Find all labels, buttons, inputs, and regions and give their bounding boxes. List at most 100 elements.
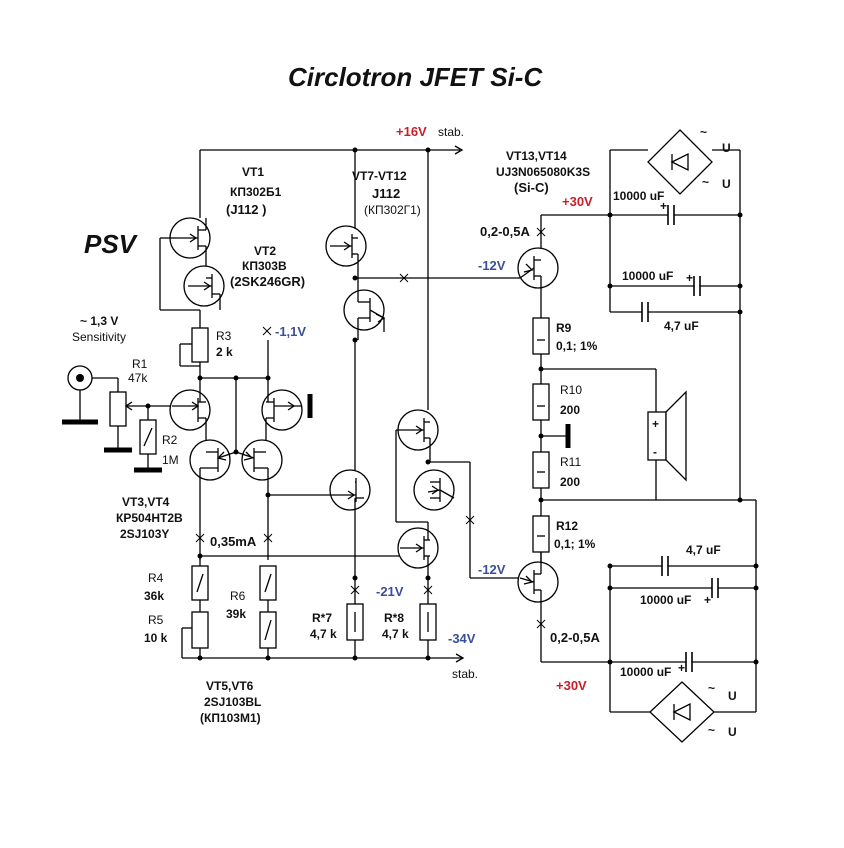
r10-value: 200 [560, 403, 580, 417]
r5-value: 10 k [144, 631, 168, 645]
bridge-bottom-u2: U [728, 725, 737, 739]
voltage-minus12-bottom: -12V [478, 562, 506, 577]
r2-value: 1M [162, 453, 179, 467]
transistor-vt7 [325, 150, 367, 278]
r11-value: 200 [560, 475, 580, 489]
bridge-top-tilde2: ~ [702, 175, 709, 189]
cap-c1: 10000 uF [613, 189, 664, 203]
vt56-name: VT5,VT6 [206, 679, 254, 693]
vt1-type: КП302Б1 [230, 185, 282, 199]
r3-name: R3 [216, 329, 232, 343]
vt712-type: J112 [372, 186, 400, 201]
transistor-vt8 [343, 278, 386, 340]
r7-value: 4,7 k [310, 627, 337, 641]
r4-value: 36k [144, 589, 164, 603]
cap-c6-plus: + [678, 661, 685, 675]
vt1314-alt: (Si-C) [514, 180, 549, 195]
r2-name: R2 [162, 433, 178, 447]
vt2-type: КП303В [242, 259, 287, 273]
voltage-minus34: -34V [448, 631, 476, 646]
transistor-vt4 [261, 378, 313, 431]
speaker-plus: + [652, 417, 659, 431]
transistor-vt10 [396, 150, 439, 462]
vt56-type: 2SJ103BL [204, 695, 261, 709]
sensitivity-label: Sensitivity [72, 330, 126, 344]
transistor-vt2 [160, 246, 225, 330]
transistor-vt6 [235, 418, 283, 560]
voltage-plus16: +16V [396, 124, 427, 139]
r4-name: R4 [148, 571, 164, 585]
resistor-r1 [104, 378, 172, 453]
bridge-bottom-tilde2: ~ [708, 723, 715, 737]
resistor-r7 [346, 603, 364, 658]
cap-c5-plus: + [704, 593, 711, 607]
cap-c2-plus: + [686, 271, 693, 285]
vt34-alt: 2SJ103Y [120, 527, 169, 541]
speaker-minus: - [653, 445, 657, 459]
resistor-r10 [532, 383, 550, 452]
transistor-vt5 [189, 418, 237, 560]
vt712-alt: (КП302Г1) [364, 203, 421, 217]
bridge-top-u1: U [722, 141, 731, 155]
positive-16v-rail [200, 145, 464, 155]
transistor-vt14 [517, 552, 610, 663]
vt34-type: КР504НТ2В [116, 511, 183, 525]
current-035ma: 0,35mA [210, 534, 257, 549]
r6-value: 39k [226, 607, 246, 621]
diagram-title: Circlotron JFET Si-C [288, 62, 543, 92]
top-power-supply [607, 129, 743, 503]
cap-c1-plus: + [660, 199, 667, 213]
vt56-alt: (КП103М1) [200, 711, 261, 725]
cap-c5: 10000 uF [640, 593, 691, 607]
vt34-name: VT3,VT4 [122, 495, 170, 509]
vt1314-name: VT13,VT14 [506, 149, 567, 163]
bottom-power-supply [607, 499, 759, 743]
input-level: ~ 1,3 V [80, 314, 118, 328]
bridge-top-tilde1: ~ [700, 125, 707, 139]
resistor-r8 [419, 603, 437, 658]
resistor-r4 [191, 556, 209, 612]
vt1-alt: (J112 ) [226, 202, 266, 217]
voltage-minus21: -21V [376, 584, 404, 599]
r9-name: R9 [556, 321, 572, 335]
transistor-vt11 [413, 469, 455, 511]
r12-name: R12 [556, 519, 578, 533]
cap-c2: 10000 uF [622, 269, 673, 283]
cap-c3: 4,7 uF [664, 319, 699, 333]
current-bottom: 0,2-0,5A [550, 630, 600, 645]
voltage-plus30-top: +30V [562, 194, 593, 209]
stab-label-bottom: stab. [452, 667, 478, 681]
transistor-vt3 [169, 378, 211, 431]
speaker [647, 369, 687, 500]
vt1314-type: UJ3N065080K3S [496, 165, 590, 179]
transistor-vt1 [159, 150, 211, 310]
vt2-name: VT2 [254, 244, 276, 258]
transistor-vt13 [517, 214, 610, 318]
r11-name: R11 [560, 455, 581, 469]
resistor-r9 [532, 317, 550, 384]
resistor-r3 [179, 327, 209, 378]
resistor-r2 [134, 406, 162, 473]
r6-name: R6 [230, 589, 246, 603]
bridge-bottom-tilde1: ~ [708, 681, 715, 695]
cap-c4: 4,7 uF [686, 543, 721, 557]
r8-name: R*8 [384, 611, 404, 625]
r1-value: 47k [128, 371, 148, 385]
transistor-vt9 [329, 469, 371, 604]
author-label: PSV [84, 229, 139, 259]
r10-name: R10 [560, 383, 582, 397]
resistor-r11 [532, 451, 550, 518]
r5-name: R5 [148, 613, 164, 627]
vt1-name: VT1 [242, 165, 264, 179]
r12-value: 0,1; 1% [554, 537, 596, 551]
negative-34v-rail [182, 653, 465, 663]
r8-value: 4,7 k [382, 627, 409, 641]
input-connector [62, 365, 118, 425]
transistor-vt12 [397, 522, 439, 604]
voltage-minus12-top: -12V [478, 258, 506, 273]
stab-label-top: stab. [438, 125, 464, 139]
bridge-top-u2: U [722, 177, 731, 191]
bridge-bottom-u1: U [728, 689, 737, 703]
r9-value: 0,1; 1% [556, 339, 598, 353]
